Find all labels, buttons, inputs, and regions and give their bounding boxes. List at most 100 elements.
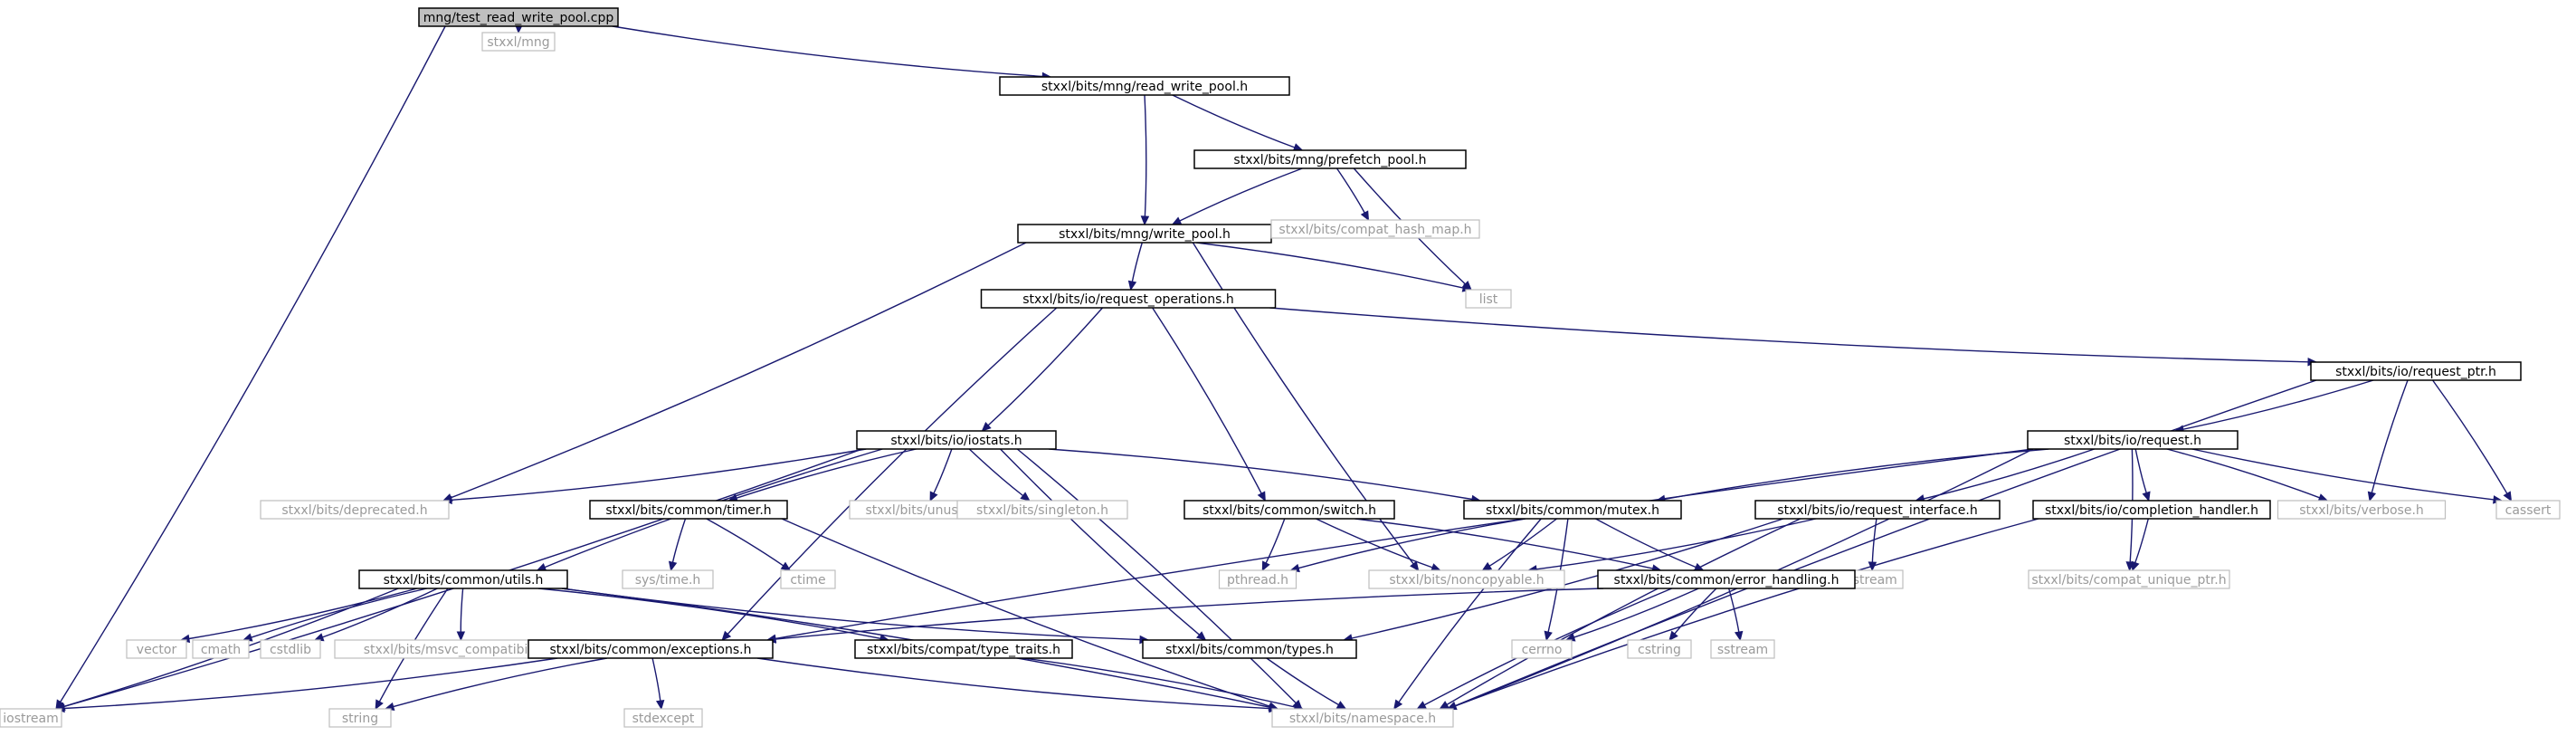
- node-typetraits[interactable]: stxxl/bits/compat/type_traits.h: [854, 639, 1073, 659]
- node-reqiface[interactable]: stxxl/bits/io/request_interface.h: [1754, 500, 2001, 520]
- node-mutex[interactable]: stxxl/bits/common/mutex.h: [1463, 500, 1682, 520]
- edge-iostats-to-deprecated: [451, 448, 867, 501]
- edge-errhandling-to-exceptions: [775, 588, 1604, 640]
- node-label: iostream: [3, 712, 59, 726]
- node-label: stxxl/bits/io/request_operations.h: [1022, 292, 1233, 307]
- node-rwpool[interactable]: stxxl/bits/mng/read_write_pool.h: [999, 76, 1290, 96]
- arrowhead-errhandling-to-sstream: [1734, 630, 1744, 642]
- arrowhead-iostats-to-singleton: [1020, 492, 1031, 502]
- edge-iostats-to-unused: [933, 448, 953, 494]
- node-box: [192, 639, 250, 659]
- node-box: [1463, 500, 1682, 520]
- arrowhead-writepool-to-reqops: [1127, 280, 1137, 292]
- node-singleton: stxxl/bits/singleton.h: [956, 500, 1128, 520]
- node-box: [999, 76, 1290, 96]
- node-label: sstream: [1717, 643, 1768, 657]
- node-box: [2310, 361, 2522, 381]
- arrowhead-mutex-to-namespace: [1393, 699, 1403, 711]
- node-label: stxxl/bits/io/request_interface.h: [1777, 503, 1977, 518]
- node-box: [1597, 569, 1856, 589]
- node-label: stxxl/bits/common/utils.h: [384, 573, 544, 588]
- nodes-layer: mng/test_read_write_pool.cppstxxl/mngstx…: [0, 7, 2561, 728]
- node-reqops[interactable]: stxxl/bits/io/request_operations.h: [980, 289, 1277, 309]
- node-label: mng/test_read_write_pool.cpp: [423, 11, 614, 25]
- node-timer[interactable]: stxxl/bits/common/timer.h: [589, 500, 788, 520]
- node-box: [2028, 569, 2230, 589]
- edge-complhandler-to-namespace: [1455, 518, 2039, 707]
- arrowhead-reqops-to-exceptions: [721, 630, 732, 641]
- node-utils[interactable]: stxxl/bits/common/utils.h: [358, 569, 568, 589]
- node-box: [528, 639, 774, 659]
- node-label: stxxl/bits/mng/prefetch_pool.h: [1233, 153, 1426, 167]
- node-iostats[interactable]: stxxl/bits/io/iostats.h: [856, 430, 1057, 450]
- node-label: string: [342, 712, 378, 726]
- edge-typetraits-to-namespace: [1023, 657, 1296, 708]
- node-label: sys/time.h: [635, 573, 701, 588]
- node-box: [260, 500, 450, 520]
- node-namespace: stxxl/bits/namespace.h: [1271, 708, 1454, 728]
- edge-request-to-verbose: [2166, 448, 2320, 499]
- edge-reqiface-to-noncopyable: [1535, 518, 1817, 570]
- edge-errhandling-to-cerrno: [1573, 588, 1699, 638]
- arrowhead-iostats-to-types: [1196, 631, 1207, 641]
- node-exceptions[interactable]: stxxl/bits/common/exceptions.h: [528, 639, 774, 659]
- edge-iostats-to-singleton: [968, 448, 1024, 497]
- edge-reqiface-to-namespace: [1446, 518, 1801, 706]
- node-iostream: iostream: [0, 708, 62, 728]
- node-label: stxxl/bits/compat_hash_map.h: [1278, 223, 1471, 237]
- edge-errhandling-to-cstring: [1674, 588, 1717, 635]
- node-uniqueptr: stxxl/bits/compat_unique_ptr.h: [2028, 569, 2230, 589]
- edge-utils-to-msvc: [460, 588, 464, 633]
- edge-timer-to-ctime: [706, 518, 784, 567]
- node-label: stxxl/bits/io/request.h: [2064, 434, 2201, 448]
- node-types[interactable]: stxxl/bits/common/types.h: [1142, 639, 1357, 659]
- arrowhead-iostats-to-unused: [929, 491, 938, 502]
- node-switch[interactable]: stxxl/bits/common/switch.h: [1183, 500, 1395, 520]
- edge-reqops-to-exceptions: [727, 307, 1058, 635]
- node-root[interactable]: mng/test_read_write_pool.cpp: [418, 7, 619, 27]
- edge-switch-to-errhandling: [1355, 518, 1653, 569]
- node-label: ctime: [790, 573, 825, 588]
- node-label: stxxl/bits/deprecated.h: [281, 503, 427, 518]
- node-prefetch[interactable]: stxxl/bits/mng/prefetch_pool.h: [1193, 149, 1467, 169]
- node-box: [1183, 500, 1395, 520]
- node-hashmap: stxxl/bits/compat_hash_map.h: [1270, 219, 1480, 239]
- edge-reqops-to-iostats: [987, 307, 1104, 426]
- node-box: [1193, 149, 1467, 169]
- node-box: [2495, 500, 2561, 520]
- arrowhead-prefetch-to-writepool: [1171, 216, 1183, 225]
- edge-writepool-to-reqops: [1131, 242, 1143, 282]
- node-label: cstdlib: [270, 643, 311, 657]
- node-string: string: [328, 708, 392, 728]
- node-label: stxxl/bits/mng/write_pool.h: [1059, 227, 1231, 242]
- node-box: [1754, 500, 2001, 520]
- node-writepool[interactable]: stxxl/bits/mng/write_pool.h: [1017, 224, 1272, 244]
- node-label: stxxl/bits/noncopyable.h: [1389, 573, 1544, 588]
- node-vector: vector: [126, 639, 187, 659]
- node-sstream: sstream: [1710, 639, 1775, 659]
- node-list: list: [1465, 289, 1512, 309]
- edge-complhandler-to-uniqueptr: [2134, 518, 2149, 563]
- node-complhandler[interactable]: stxxl/bits/io/completion_handler.h: [2032, 500, 2271, 520]
- edge-root-to-iostream: [60, 25, 446, 703]
- node-box: [1218, 569, 1298, 589]
- node-box: [780, 569, 836, 589]
- node-cstring: cstring: [1627, 639, 1692, 659]
- edge-prefetch-to-hashmap: [1336, 167, 1365, 214]
- node-errhandling[interactable]: stxxl/bits/common/error_handling.h: [1597, 569, 1856, 589]
- edge-utils-to-cmath: [251, 588, 427, 638]
- node-reqptr[interactable]: stxxl/bits/io/request_ptr.h: [2310, 361, 2522, 381]
- node-label: stdexcept: [632, 712, 695, 726]
- arrowhead-timer-to-ctime: [780, 561, 792, 571]
- node-box: [1270, 219, 1480, 239]
- edges-layer: [54, 24, 2513, 713]
- node-label: ostream: [1845, 573, 1897, 588]
- node-box: [2032, 500, 2271, 520]
- node-request[interactable]: stxxl/bits/io/request.h: [2027, 430, 2239, 450]
- node-msvc: stxxl/bits/msvc_compatibility.h: [334, 639, 587, 659]
- arrowhead-reqops-to-iostats: [981, 421, 992, 432]
- node-label: list: [1479, 292, 1498, 307]
- edge-request-to-complhandler: [2134, 448, 2147, 493]
- arrowhead-mutex-to-noncopyable: [1481, 561, 1493, 571]
- edge-rwpool-to-prefetch: [1172, 94, 1296, 148]
